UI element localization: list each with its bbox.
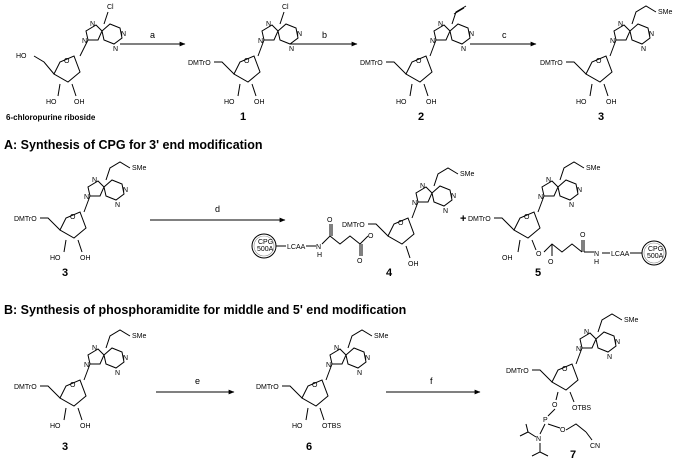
compound-4-label: 4 [386, 267, 393, 279]
svg-text:OH: OH [80, 255, 91, 262]
svg-text:500A: 500A [647, 253, 664, 260]
svg-text:O: O [580, 232, 586, 239]
svg-text:SMe: SMe [460, 171, 475, 178]
svg-text:HO: HO [224, 99, 235, 106]
svg-text:CN: CN [590, 443, 600, 450]
compound-3-label-top: 3 [598, 111, 604, 123]
compound-2-label: 2 [418, 111, 424, 123]
svg-text:OTBS: OTBS [322, 423, 341, 430]
svg-text:O: O [552, 402, 558, 409]
step-f: f [430, 376, 433, 386]
svg-text:SMe: SMe [586, 165, 601, 172]
svg-text:O: O [327, 217, 333, 224]
svg-text:O: O [398, 220, 404, 227]
svg-text:OH: OH [408, 261, 419, 268]
svg-text:N: N [316, 244, 321, 251]
svg-text:HO: HO [396, 99, 407, 106]
svg-text:SMe: SMe [374, 333, 389, 340]
svg-text:HO: HO [46, 99, 57, 106]
svg-text:DMTrO: DMTrO [14, 384, 37, 391]
svg-text:Cl: Cl [107, 4, 114, 11]
svg-text:O: O [548, 259, 554, 266]
svg-text:LCAA: LCAA [287, 244, 306, 251]
step-c: c [502, 30, 507, 40]
svg-text:HO: HO [50, 423, 61, 430]
svg-text:OH: OH [80, 423, 91, 430]
svg-text:OH: OH [426, 99, 437, 106]
svg-text:O: O [560, 427, 566, 434]
svg-text:O: O [244, 58, 250, 65]
start-molecule: Cl O HO HO OH [16, 4, 127, 106]
svg-text:O: O [368, 233, 374, 240]
compound-3-molecule-top: SMe O DMTrO HO OH [540, 5, 673, 106]
svg-text:OH: OH [606, 99, 617, 106]
svg-text:O: O [416, 58, 422, 65]
svg-text:HO: HO [16, 53, 27, 60]
svg-text:O: O [357, 258, 363, 265]
svg-text:N: N [594, 251, 599, 258]
svg-text:O: O [562, 366, 568, 373]
svg-text:O: O [524, 214, 530, 221]
compound-3-molecule-a: SMe O DMTrO HO OH [14, 161, 147, 262]
svg-text:OTBS: OTBS [572, 405, 591, 412]
compound-1-molecule: Cl O DMTrO HO OH [188, 4, 303, 106]
svg-text:DMTrO: DMTrO [342, 222, 365, 229]
svg-text:OH: OH [254, 99, 265, 106]
compound-3-label-a: 3 [62, 267, 68, 279]
compound-1-label: 1 [240, 111, 246, 123]
compound-6-molecule: SMe O DMTrO HO OTBS [256, 329, 389, 430]
svg-text:DMTrO: DMTrO [506, 368, 529, 375]
compound-3-molecule-b: SMe O DMTrO HO OH [14, 329, 147, 430]
compound-5-molecule: SMe O DMTrO OH O O O N H LCAA CPG 500A [468, 161, 667, 266]
compound-5-label: 5 [535, 267, 541, 279]
svg-text:SMe: SMe [132, 165, 147, 172]
compound-3-label-b: 3 [62, 441, 68, 453]
compound-2-molecule: O DMTrO HO OH [360, 5, 475, 106]
compound-4-molecule: CPG 500A LCAA N H O O O SMe O DMTrO OH [251, 167, 475, 268]
step-b: b [322, 30, 327, 40]
svg-text:Cl: Cl [282, 4, 289, 11]
svg-text:P: P [543, 417, 548, 424]
plus-sign: + [460, 213, 466, 225]
svg-text:DMTrO: DMTrO [360, 60, 383, 67]
svg-text:O: O [70, 214, 76, 221]
step-d: d [215, 204, 220, 214]
svg-text:O: O [312, 382, 318, 389]
svg-text:O: O [536, 251, 542, 258]
svg-text:LCAA: LCAA [611, 251, 630, 258]
svg-text:HO: HO [292, 423, 303, 430]
svg-text:HO: HO [576, 99, 587, 106]
svg-text:O: O [64, 58, 70, 65]
svg-text:SMe: SMe [624, 317, 639, 324]
section-b-title: B: Synthesis of phosphoramidite for midd… [4, 303, 406, 317]
svg-text:OH: OH [74, 99, 85, 106]
svg-text:CPG: CPG [258, 239, 273, 246]
compound-7-label: 7 [570, 449, 576, 461]
svg-text:OH: OH [502, 255, 513, 262]
svg-text:DMTrO: DMTrO [188, 60, 211, 67]
svg-text:HO: HO [50, 255, 61, 262]
svg-text:CPG: CPG [648, 246, 663, 253]
svg-text:DMTrO: DMTrO [14, 216, 37, 223]
svg-text:DMTrO: DMTrO [256, 384, 279, 391]
svg-text:DMTrO: DMTrO [468, 216, 491, 223]
svg-text:O: O [596, 58, 602, 65]
svg-text:500A: 500A [257, 246, 274, 253]
compound-6-label: 6 [306, 441, 312, 453]
step-e: e [195, 376, 200, 386]
start-label: 6-chloropurine riboside [6, 113, 96, 122]
svg-text:H: H [317, 252, 322, 259]
svg-text:N: N [536, 436, 541, 443]
svg-text:H: H [594, 259, 599, 266]
svg-text:DMTrO: DMTrO [540, 60, 563, 67]
svg-text:SMe: SMe [658, 9, 673, 16]
step-a: a [150, 30, 155, 40]
svg-text:SMe: SMe [132, 333, 147, 340]
svg-text:O: O [70, 382, 76, 389]
compound-7-molecule: SMe O DMTrO OTBS O P O CN N [506, 313, 639, 457]
section-a-title: A: Synthesis of CPG for 3' end modificat… [4, 138, 263, 152]
